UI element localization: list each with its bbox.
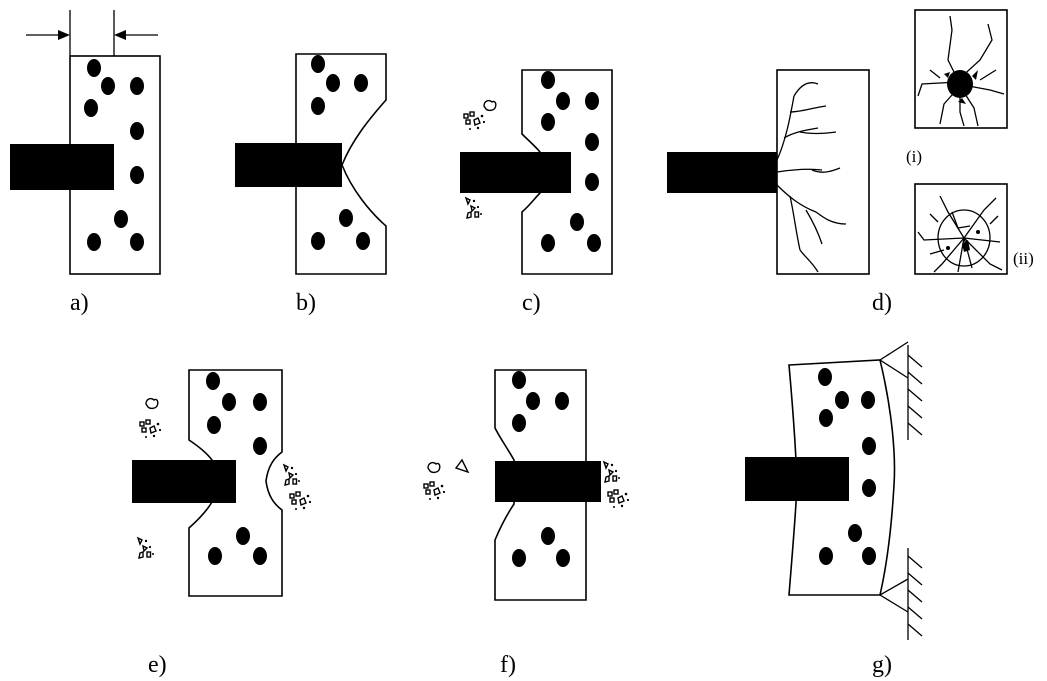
panel-f-fibers	[512, 371, 570, 567]
panel-f-projectile	[495, 461, 601, 502]
panel-g-bottom-support-icon	[879, 548, 923, 640]
panel-e-fibers	[206, 372, 267, 565]
panel-d-inset-ii	[914, 183, 1008, 275]
panel-c-front-debris-top	[463, 99, 497, 131]
panel-c: c)	[460, 69, 613, 316]
panel-f: f)	[423, 369, 630, 678]
panel-f-rear-debris	[603, 461, 630, 509]
panel-e-projectile	[132, 460, 236, 503]
panel-e: e)	[132, 369, 312, 678]
panel-g-top-support-icon	[879, 341, 923, 440]
panel-b: b)	[235, 53, 387, 316]
panel-a-label: a)	[70, 290, 89, 316]
panel-c-front-debris-bottom	[465, 197, 483, 219]
panel-d: (i)	[667, 9, 1034, 316]
panel-d-inset-i	[914, 9, 1008, 129]
panel-b-fibers	[311, 55, 370, 250]
panel-a-fibers	[84, 59, 144, 251]
panel-b-label: b)	[296, 290, 316, 316]
panel-c-target-plate	[521, 69, 613, 275]
panel-c-fibers	[541, 71, 601, 252]
panel-d-label: d)	[872, 290, 892, 316]
panel-c-label: c)	[522, 290, 541, 316]
panel-g-projectile	[745, 457, 849, 501]
panel-e-rear-debris	[283, 464, 312, 511]
panel-g: g)	[745, 341, 923, 678]
panel-f-front-debris	[423, 458, 470, 501]
panel-a-projectile	[10, 144, 114, 190]
panel-d-inset-ii-label: (ii)	[1013, 249, 1034, 268]
panel-a-arrow-left-icon	[26, 30, 70, 40]
panel-a: a)	[10, 10, 161, 316]
panel-g-fibers	[818, 368, 876, 565]
panel-a-arrow-right-icon	[114, 30, 158, 40]
panel-b-projectile	[235, 143, 342, 187]
panel-e-label: e)	[148, 652, 167, 678]
panel-e-front-debris-bottom	[137, 537, 155, 559]
panel-e-target-plate	[188, 369, 283, 597]
panel-e-front-debris-top	[139, 397, 162, 439]
panel-b-target-plate	[295, 53, 387, 275]
panel-d-projectile	[667, 152, 777, 193]
panel-c-projectile	[460, 152, 571, 193]
panel-d-inset-i-label: (i)	[906, 147, 922, 166]
panel-f-target-plate	[494, 369, 587, 601]
panel-d-crack-network	[776, 82, 847, 273]
panel-f-label: f)	[500, 652, 516, 678]
panel-g-label: g)	[872, 652, 892, 678]
